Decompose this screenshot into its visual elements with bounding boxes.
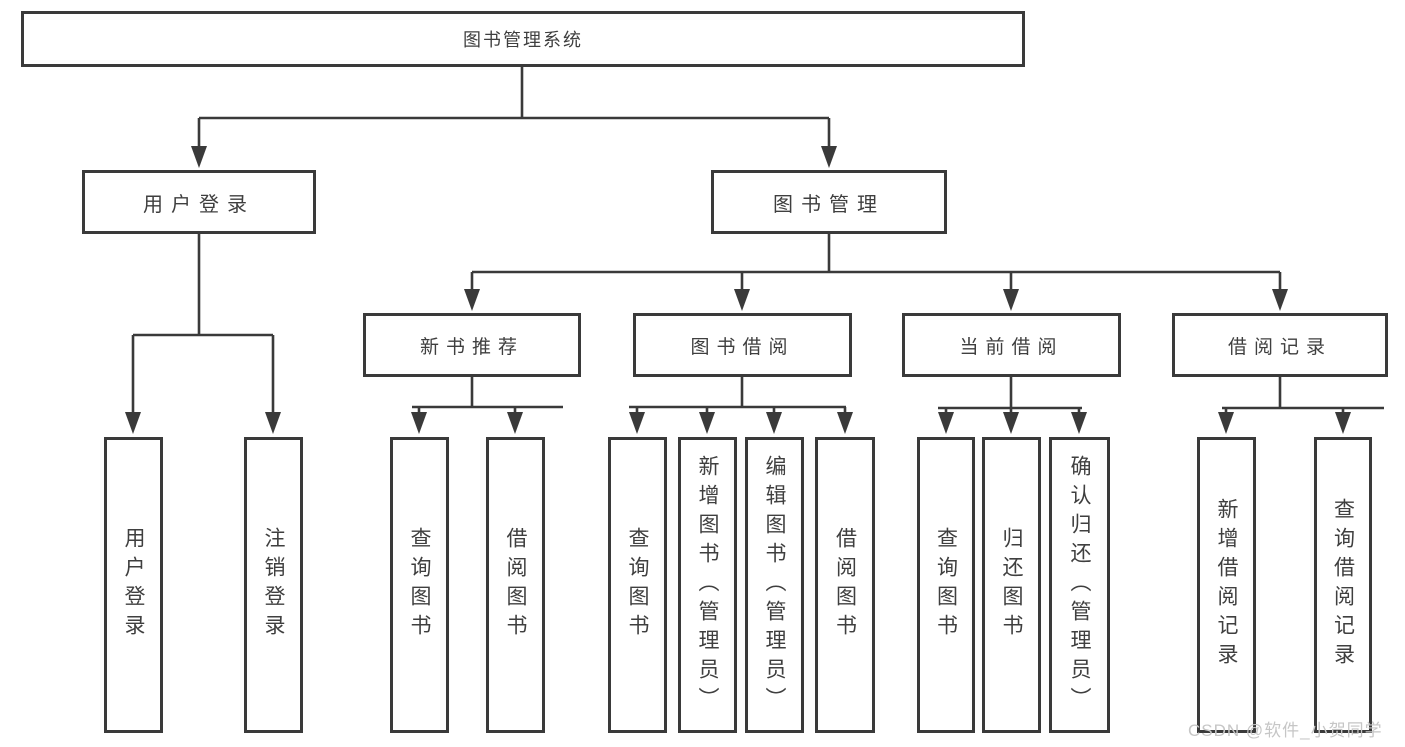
node-current-borrowing: 当前借阅 [902,313,1121,377]
node-borrowing-records: 借阅记录 [1172,313,1388,377]
node-book-management: 图书管理 [711,170,947,234]
leaf-borrow-books: 借阅图书 [815,437,875,733]
leaf-query-borrow-record: 查询借阅记录 [1314,437,1372,733]
node-user-login: 用户登录 [82,170,316,234]
leaf-query-books-recommend: 查询图书 [390,437,449,733]
leaf-confirm-return-admin: 确认归还（管理员） [1049,437,1110,733]
leaf-add-books-admin: 新增图书（管理员） [678,437,737,733]
leaf-return-books: 归还图书 [982,437,1041,733]
leaf-query-books-borrow: 查询图书 [608,437,667,733]
leaf-borrow-books-recommend: 借阅图书 [486,437,545,733]
csdn-watermark: CSDN @软件_小贺同学 [1188,721,1383,740]
leaf-edit-books-admin: 编辑图书（管理员） [745,437,804,733]
leaf-query-books-current: 查询图书 [917,437,975,733]
node-book-borrowing: 图书借阅 [633,313,852,377]
leaf-user-login: 用户登录 [104,437,163,733]
leaf-add-borrow-record: 新增借阅记录 [1197,437,1256,733]
node-library-system-root: 图书管理系统 [21,11,1025,67]
leaf-logout: 注销登录 [244,437,303,733]
node-new-book-recommend: 新书推荐 [363,313,581,377]
